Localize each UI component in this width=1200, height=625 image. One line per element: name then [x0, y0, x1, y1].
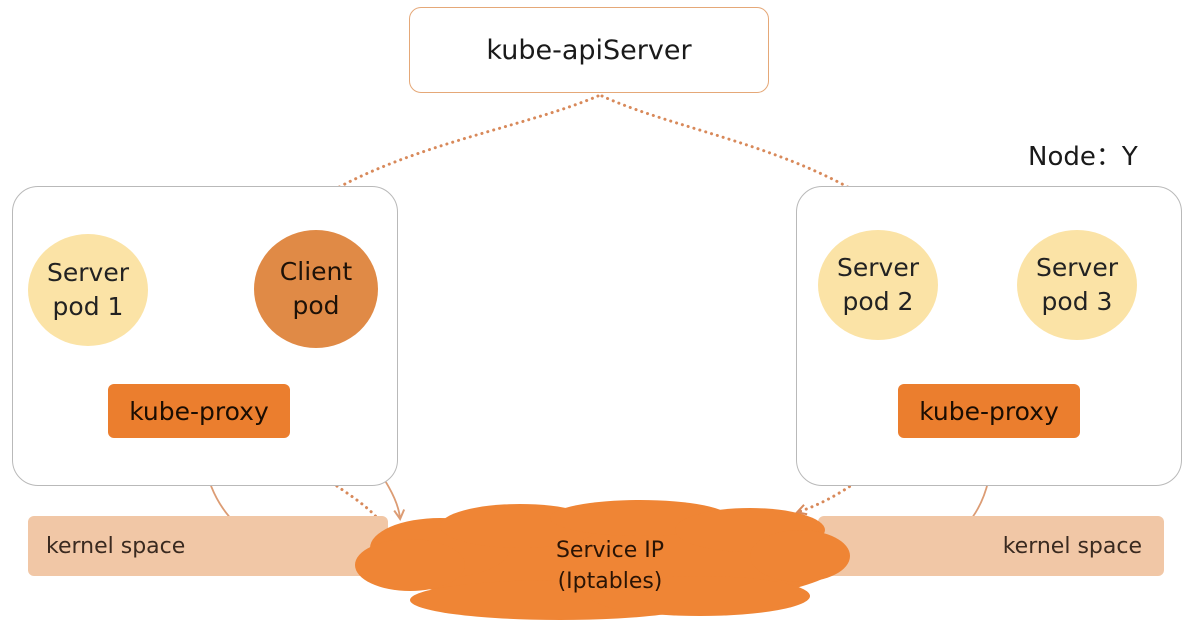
kube-proxy-left: kube-proxy — [108, 384, 290, 438]
node-label: Node：Y — [1028, 142, 1138, 172]
server-pod-3: Server pod 3 — [1017, 230, 1137, 340]
kube-apiserver-box: kube-apiServer — [409, 7, 769, 93]
server-pod-2: Server pod 2 — [818, 230, 938, 340]
kube-proxy-right: kube-proxy — [898, 384, 1080, 438]
server-pod-1-line1: Server — [47, 258, 129, 288]
client-pod: Client pod — [254, 230, 378, 348]
server-pod-2-line1: Server — [837, 253, 919, 283]
kube-proxy-right-label: kube-proxy — [919, 396, 1059, 426]
kube-apiserver-label: kube-apiServer — [486, 34, 692, 66]
kernel-space-left-label: kernel space — [46, 533, 186, 559]
service-ip-line2: (Iptables) — [557, 568, 663, 594]
kernel-space-right-label: kernel space — [1002, 533, 1142, 559]
server-pod-1: Server pod 1 — [28, 234, 148, 346]
server-pod-1-line2: pod 1 — [52, 292, 124, 321]
kernel-space-left: kernel space — [28, 516, 388, 576]
client-pod-line1: Client — [279, 257, 353, 287]
client-pod-line2: pod — [292, 291, 340, 320]
server-pod-2-line2: pod 2 — [842, 287, 914, 316]
server-pod-3-line2: pod 3 — [1041, 287, 1113, 316]
kernel-space-right: kernel space — [818, 516, 1164, 576]
service-ip-line1: Service IP — [555, 538, 665, 563]
service-ip-label: Service IP (Iptables) — [500, 536, 720, 598]
server-pod-3-line1: Server — [1036, 253, 1118, 283]
kube-proxy-left-label: kube-proxy — [129, 396, 269, 426]
